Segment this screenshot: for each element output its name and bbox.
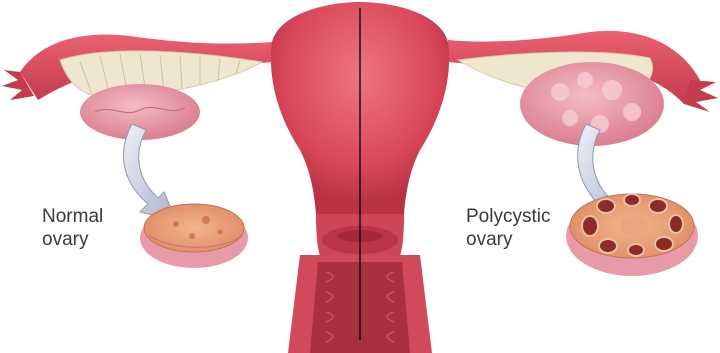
- polycystic-ovary-label: Polycystic ovary: [466, 205, 550, 251]
- normal-ovary-cross-section: [140, 204, 248, 268]
- polycystic-ovary-label-line1: Polycystic: [466, 205, 550, 228]
- normal-ovary-label-line2: ovary: [42, 228, 103, 251]
- polycystic-ovary-cross-section: [566, 194, 698, 276]
- polycystic-ovary-label-line2: ovary: [466, 228, 550, 251]
- normal-ovary-label-line1: Normal: [42, 205, 103, 228]
- right-tube-fringes: [684, 80, 718, 112]
- normal-ovary-label: Normal ovary: [42, 205, 103, 251]
